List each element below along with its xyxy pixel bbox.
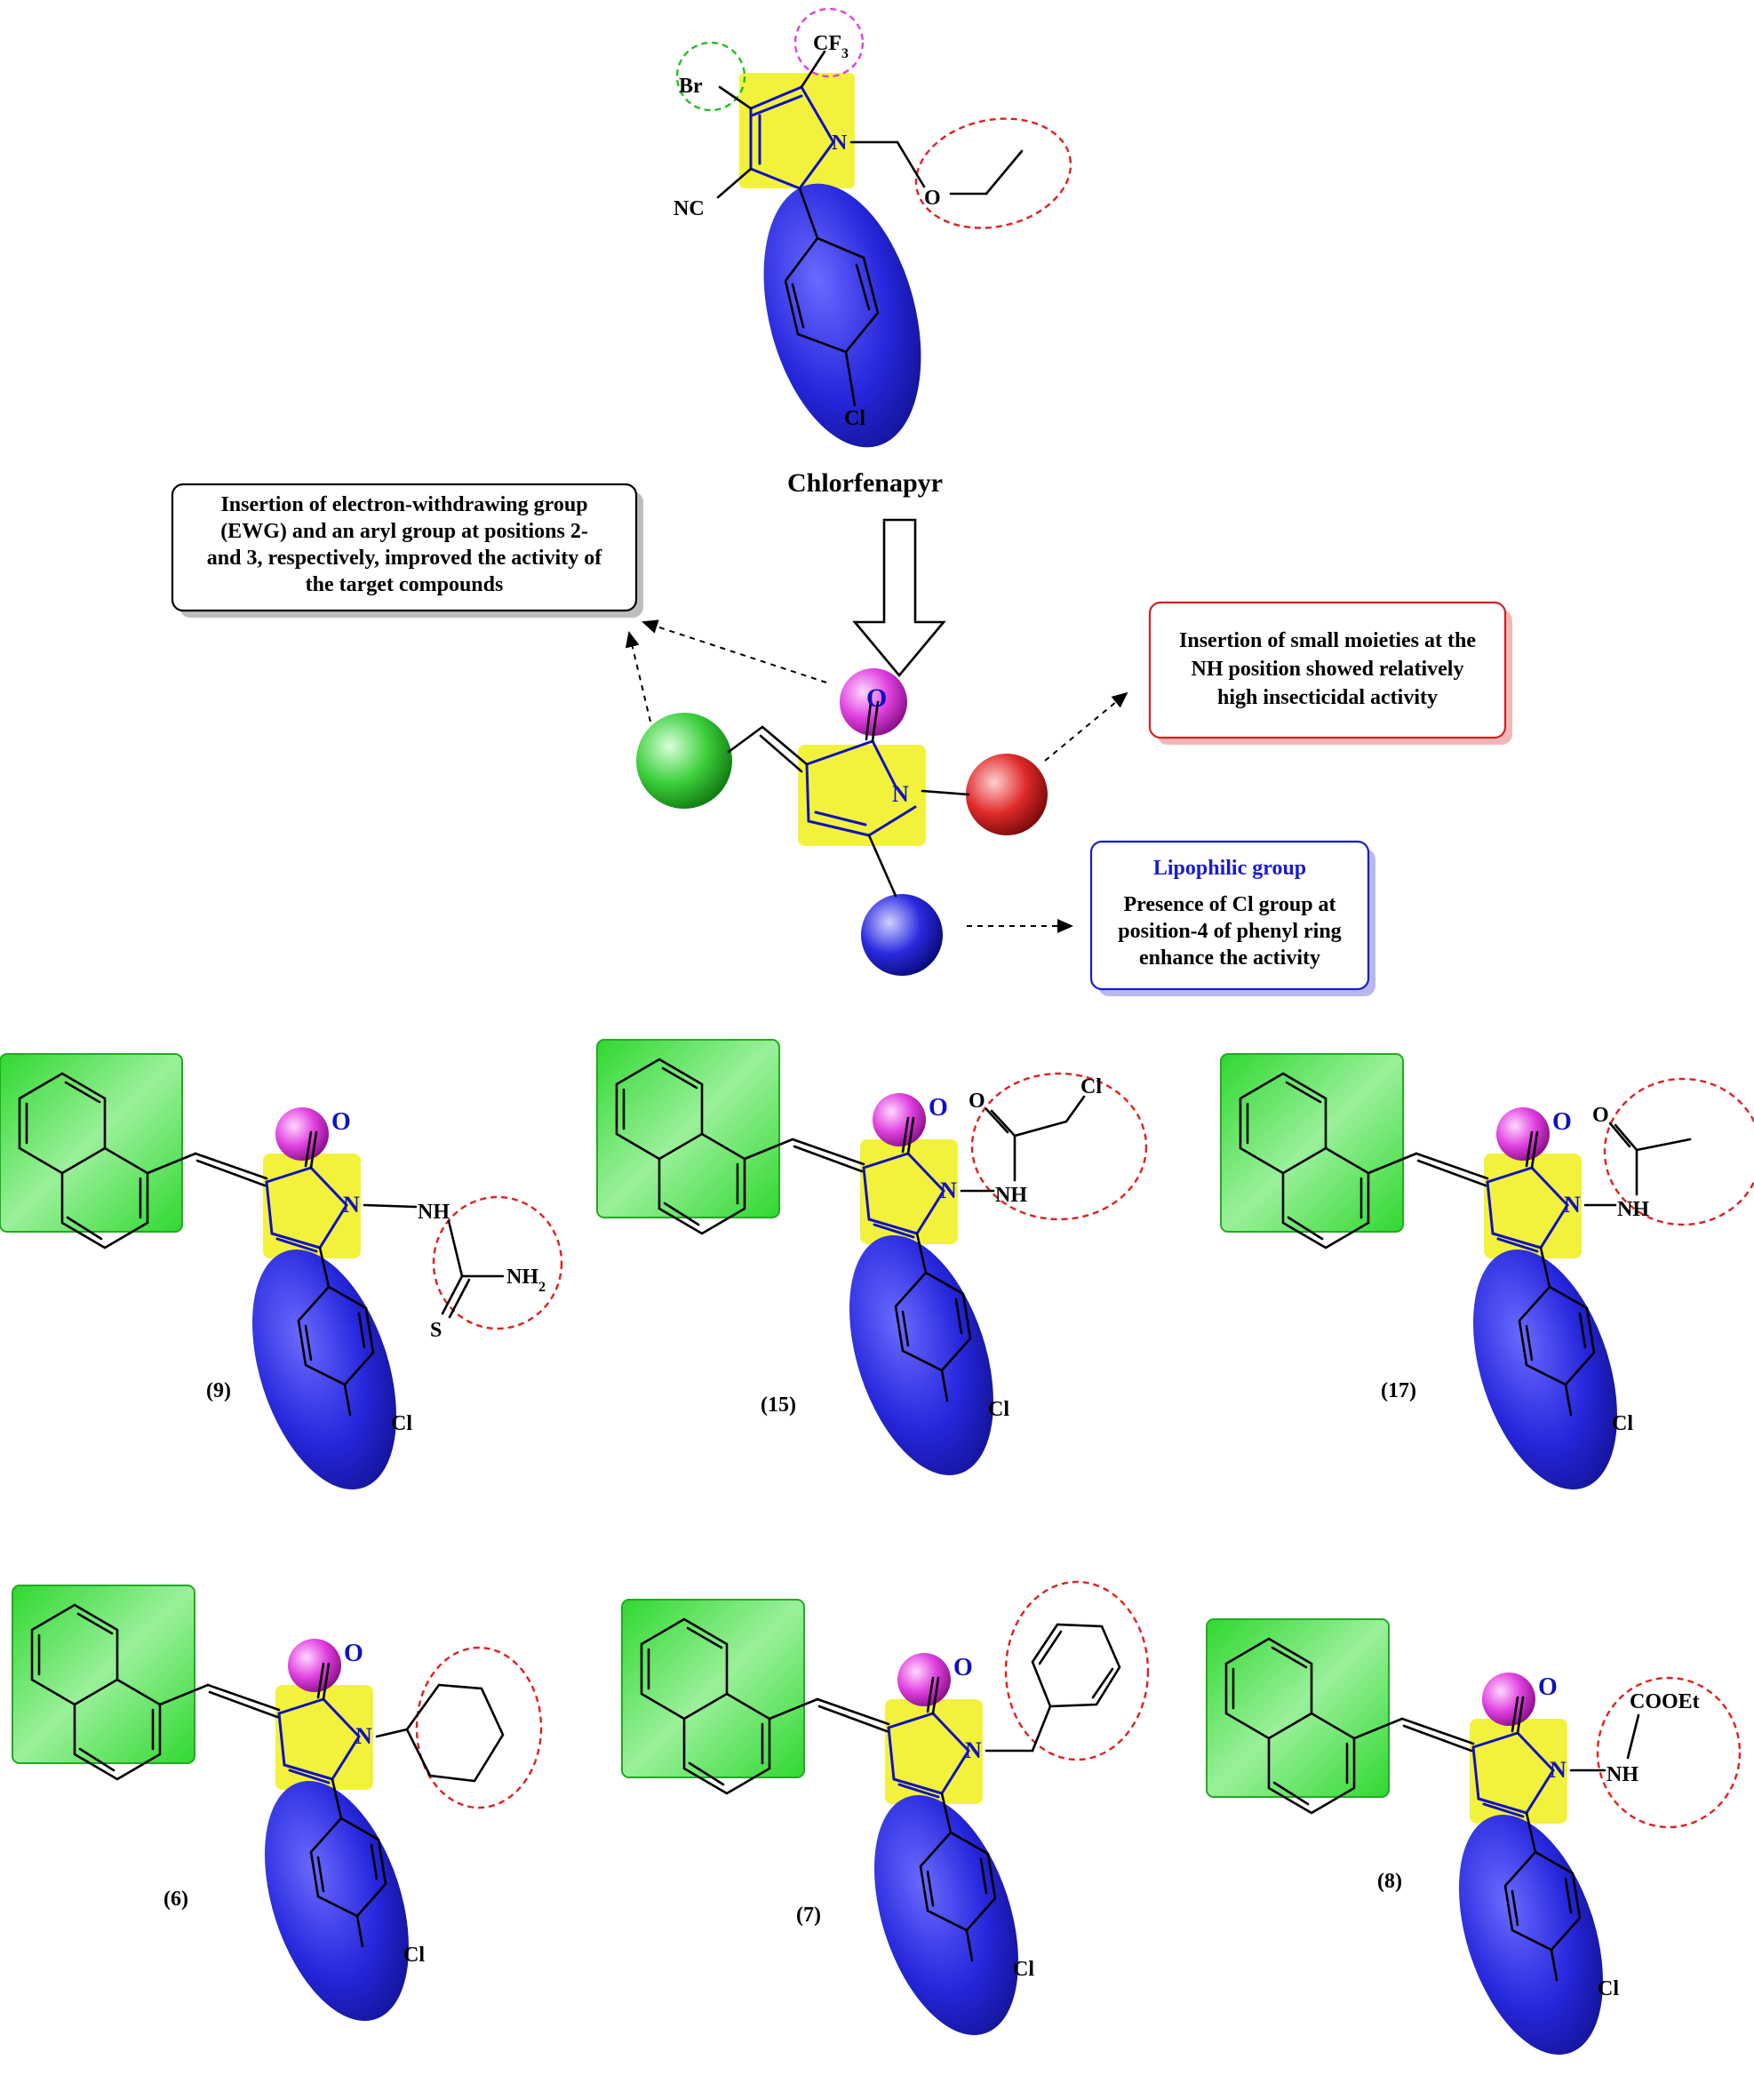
c6-o: O <box>344 1640 363 1667</box>
cf3-label: CF3 <box>813 32 849 61</box>
compound-6: N O Cl (6) <box>11 1584 543 2040</box>
c9-cl: Cl <box>391 1412 412 1435</box>
arrow-to-ewg-box <box>642 619 827 683</box>
nh-line-1: Insertion of small moieties at the <box>1179 629 1476 652</box>
c17-co: O <box>1592 1104 1609 1127</box>
nh-box: Insertion of small moieties at the NH po… <box>1148 601 1512 745</box>
c9-nh2: NH2 <box>506 1266 546 1295</box>
c15-nh: NH <box>995 1184 1027 1207</box>
nh-line-2: NH position showed relatively <box>1192 658 1464 681</box>
ewg-line-3: and 3, respectively, improved the activi… <box>207 547 602 570</box>
compound-7: N O Cl (7) <box>620 1580 1150 2055</box>
scaffold-n-label: N <box>892 781 909 807</box>
c8-cl: Cl <box>1598 1977 1619 2000</box>
compound-6-id: (6) <box>163 1888 188 1911</box>
cf3-label-text: CF <box>813 32 841 55</box>
c17-nh: NH <box>1617 1198 1649 1221</box>
title: Chlorfenapyr <box>787 468 943 498</box>
ewg-box: Insertion of electron-withdrawing group … <box>171 483 643 618</box>
pharmacophore-scaffold: O N <box>636 668 1048 976</box>
lipophilic-line-2: position-4 of phenyl ring <box>1118 920 1341 943</box>
compound-17: N O O NH Cl (17) <box>1219 1052 1754 1509</box>
lipophilic-line-1: Presence of Cl group at <box>1123 893 1335 916</box>
c9-s: S <box>430 1319 442 1342</box>
ewg-line-1: Insertion of electron-withdrawing group <box>220 493 587 516</box>
lipophilic-sphere <box>861 894 943 976</box>
cf3-dashed-circle <box>793 7 865 78</box>
ewg-line-4: the target compounds <box>306 573 504 596</box>
scaffold-o-label: O <box>866 683 887 713</box>
nh-line-3: high insecticidal activity <box>1217 686 1438 709</box>
compound-15-id: (15) <box>761 1393 796 1417</box>
c17-o: O <box>1552 1108 1572 1136</box>
compound-17-id: (17) <box>1381 1379 1416 1402</box>
chlorfenapyr-structure: Br CF3 NC N O Cl <box>674 7 1072 448</box>
n-label: N <box>832 132 848 155</box>
lipophilic-heading: Lipophilic group <box>1153 857 1306 880</box>
c7-n: N <box>965 1737 982 1763</box>
c15-co: O <box>969 1090 985 1113</box>
compound-7-id: (7) <box>796 1904 821 1927</box>
c8-nh: NH <box>1607 1763 1638 1786</box>
n-substituent-sphere <box>966 754 1048 835</box>
o-label: O <box>924 187 941 210</box>
c15-n: N <box>940 1178 957 1203</box>
c9-nh: NH <box>418 1201 450 1224</box>
compound-8: N O COOEt NH Cl (8) <box>1205 1617 1742 2074</box>
c8-o: O <box>1538 1673 1558 1701</box>
lipophilic-line-3: enhance the activity <box>1139 946 1320 970</box>
c8-n: N <box>1550 1757 1567 1783</box>
compound-9-id: (9) <box>206 1379 231 1402</box>
ewg-line-2: (EWG) and an aryl group at positions 2- <box>220 520 588 543</box>
c9-n: N <box>343 1192 360 1218</box>
compound-8-id: (8) <box>1377 1870 1402 1893</box>
c6-cl: Cl <box>403 1944 425 1967</box>
cl-label: Cl <box>844 407 865 430</box>
c7-o: O <box>953 1654 973 1681</box>
c15-cl: Cl <box>1080 1075 1102 1098</box>
arrow-green-to-ewg-box <box>625 631 651 723</box>
c6-n: N <box>355 1723 372 1749</box>
aryl-sphere <box>636 713 732 809</box>
c17-n: N <box>1564 1192 1581 1218</box>
ethoxymethyl-dashed-circle <box>914 117 1072 229</box>
c15-ring-cl: Cl <box>988 1398 1009 1421</box>
c7-cl: Cl <box>1013 1958 1034 1981</box>
lipophilic-box: Lipophilic group Presence of Cl group at… <box>1089 840 1375 996</box>
c17-cl: Cl <box>1612 1412 1633 1435</box>
c9-nh2-text: NH <box>506 1266 538 1289</box>
subscript-digit: 3 <box>841 46 849 61</box>
c8-cooet: COOEt <box>1630 1690 1700 1713</box>
nc-label: NC <box>674 197 705 220</box>
subscript-digit: 2 <box>538 1280 546 1295</box>
c15-o: O <box>929 1094 948 1122</box>
arrow-to-nh-box <box>1044 691 1128 762</box>
c9-o: O <box>331 1108 351 1136</box>
compound-9: N O NH S NH2 Cl (9) <box>0 1052 563 1509</box>
br-label: Br <box>679 75 703 98</box>
br-dashed-circle <box>675 41 746 112</box>
down-arrow <box>852 518 946 678</box>
compound-15: N O O Cl NH Cl (15) <box>595 1038 1148 1495</box>
